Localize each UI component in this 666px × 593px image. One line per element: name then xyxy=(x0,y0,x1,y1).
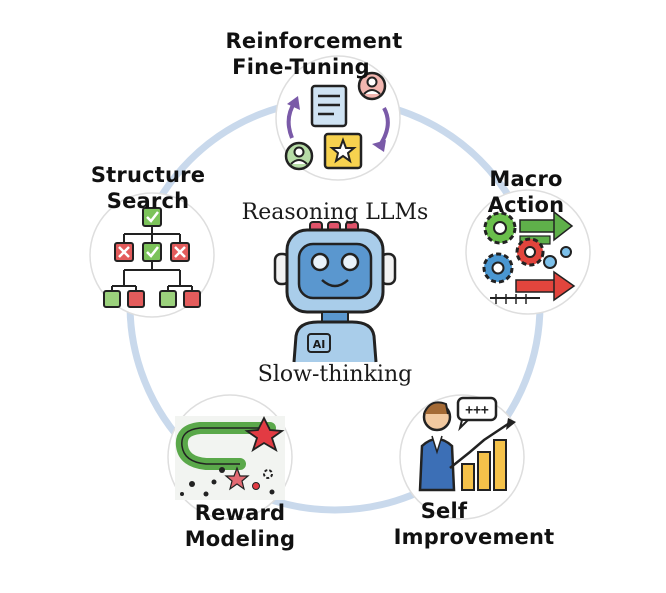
growth-chart-person-icon xyxy=(418,396,516,492)
search-tree-icon xyxy=(103,207,201,308)
node-label-line: Self xyxy=(420,499,468,523)
gears-arrows-icon xyxy=(482,210,576,304)
robot-icon: AI xyxy=(273,221,397,363)
node-label-rl: Reinforcement Fine-Tuning xyxy=(214,28,414,80)
center-title: Reasoning LLMs xyxy=(241,200,429,225)
reward-path-icon xyxy=(175,415,285,500)
node-label-line: Structure xyxy=(90,163,206,187)
node-label-line: Improvement xyxy=(393,525,555,549)
reinforcement-cycle-icon xyxy=(284,71,390,171)
improvement-bubble-text: +++ xyxy=(465,403,489,418)
center-subtitle: Slow-thinking xyxy=(257,362,413,387)
node-label-line: Reinforcement xyxy=(225,29,403,53)
node-label-self: Self Improvement xyxy=(380,498,580,550)
node-label-line: Macro xyxy=(489,167,563,191)
robot-ai-badge: AI xyxy=(313,338,326,351)
node-label-line: Reward xyxy=(194,501,286,525)
node-label-reward: Reward Modeling xyxy=(170,500,310,552)
node-label-line: Fine-Tuning xyxy=(232,55,370,79)
node-label-search: Structure Search xyxy=(78,162,218,214)
node-label-line: Search xyxy=(106,189,190,213)
node-label-line: Action xyxy=(487,193,565,217)
node-label-macro: Macro Action xyxy=(466,166,586,218)
node-label-line: Modeling xyxy=(184,527,296,551)
